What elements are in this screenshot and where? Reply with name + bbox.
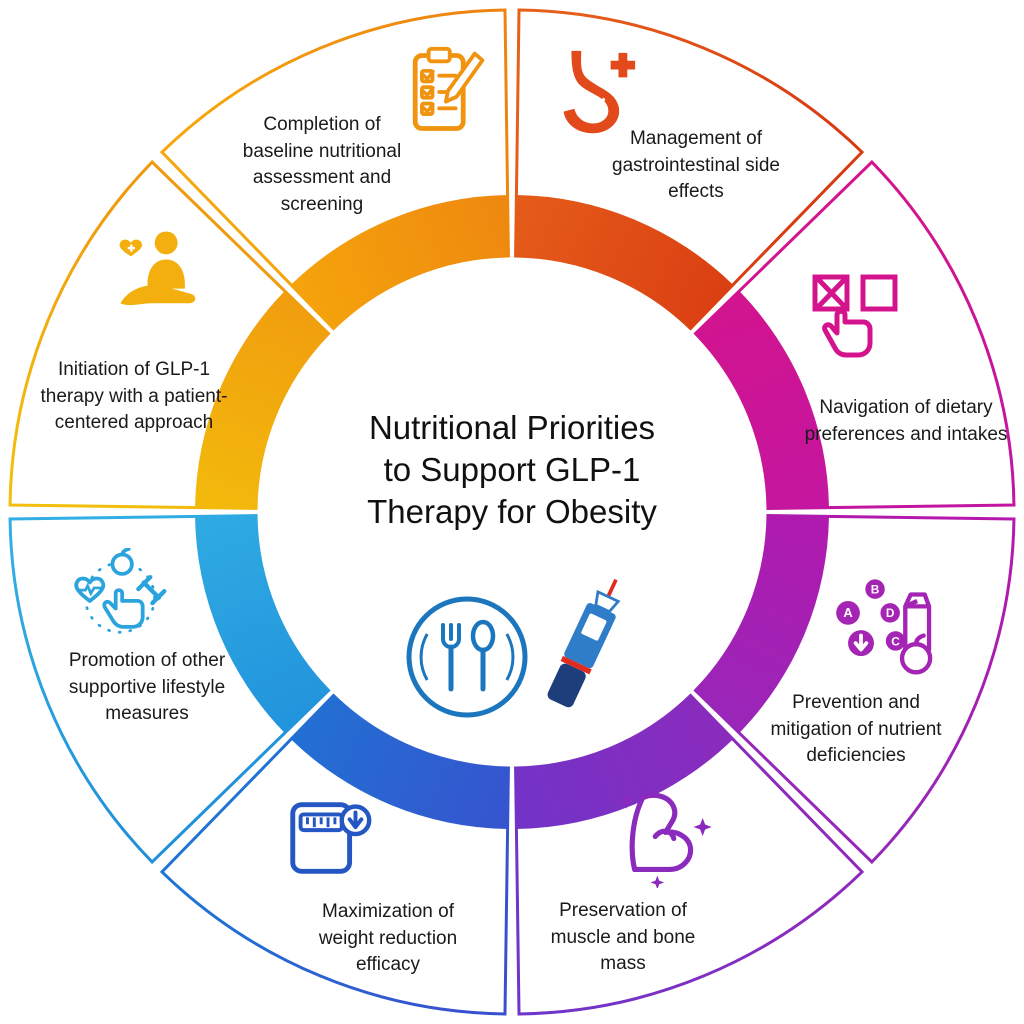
title-line-2: to Support GLP-1 [383, 451, 641, 489]
medical-cross-icon [610, 52, 636, 78]
segment-band-management [515, 195, 733, 329]
segment-label-navigation: Navigation of dietary preferences and in… [804, 397, 1008, 445]
svg-text:D: D [886, 606, 895, 620]
segment-label-preservation: Preservation of muscle and bone mass [550, 900, 696, 975]
segment-label-promotion: Promotion of other supportive lifestyle … [68, 650, 226, 725]
center-title: Nutritional Priorities to Support GLP-1 … [310, 407, 714, 534]
pointing-hand-icon [822, 308, 873, 358]
pencil-icon [444, 51, 485, 104]
segment-label-maximization: Maximization of weight reduction efficac… [318, 901, 458, 976]
heart-pulse-icon [74, 576, 106, 603]
stomach-icon [563, 50, 636, 134]
plate-cutlery-icon [406, 596, 528, 718]
glp1-injection-pen-icon [547, 578, 621, 708]
title-line-3: Therapy for Obesity [367, 493, 657, 531]
nutrients-vitamins-icon: A B DC [836, 579, 933, 675]
spoon-icon [470, 619, 496, 692]
checkbox-selection-icon [812, 274, 898, 358]
svg-text:C: C [891, 634, 900, 648]
sparkles-icon [618, 793, 712, 888]
caring-hand-icon [120, 285, 196, 306]
clipboard-checklist-icon [412, 46, 485, 131]
pointing-hand-icon [102, 588, 145, 629]
segment-label-management: Management of gastrointestinal side effe… [612, 128, 780, 203]
dumbbell-icon [136, 575, 167, 606]
segment-band-preservation [515, 695, 733, 829]
weight-scale-icon [290, 802, 372, 874]
segment-label-prevention: Prevention and mitigation of nutrient de… [770, 692, 942, 767]
lifestyle-icon [74, 548, 167, 634]
down-arrow-icon [347, 810, 364, 830]
svg-text:B: B [871, 582, 880, 596]
segment-band-promotion [195, 515, 329, 733]
apple-icon [110, 548, 134, 576]
segment-band-completion [291, 195, 509, 329]
person-body [147, 259, 185, 289]
segment-band-navigation [695, 291, 829, 509]
person-head [154, 231, 178, 255]
segment-band-maximization [291, 695, 509, 829]
title-line-1: Nutritional Priorities [368, 409, 656, 446]
segment-band-prevention [695, 515, 829, 733]
down-arrow-icon [853, 633, 869, 652]
segment-label-completion: Completion of baseline nutritional asses… [242, 114, 402, 215]
apple-icon [899, 633, 933, 675]
muscle-arm-icon [618, 792, 712, 888]
patient-care-icon [119, 231, 196, 306]
segment-band-initiation [195, 291, 329, 509]
fork-icon [441, 623, 461, 692]
segment-label-initiation: Initiation of GLP-1 therapy with a patie… [40, 359, 228, 434]
svg-text:A: A [843, 605, 853, 620]
